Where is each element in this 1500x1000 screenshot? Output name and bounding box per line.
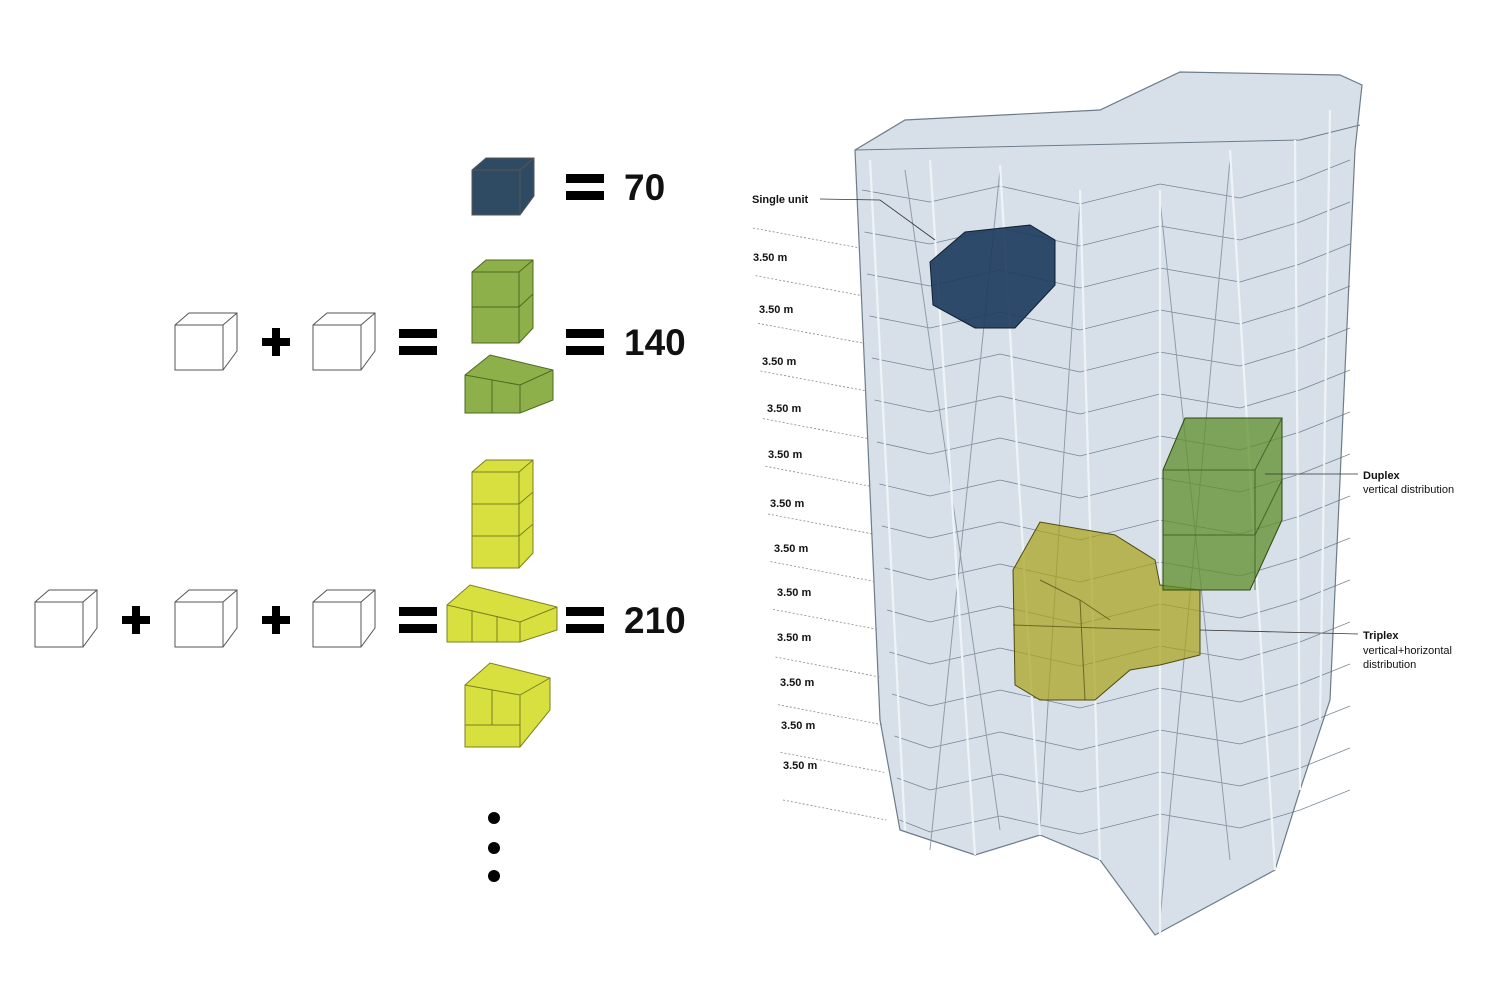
tower-floor-line (861, 159, 1351, 205)
floor-height-label: 3.50 m (783, 760, 817, 772)
duplex-result: 140 (624, 322, 686, 363)
duplex-volume (1162, 417, 1283, 591)
tower-floor-line (871, 327, 1351, 373)
floor-height-label: 3.50 m (767, 403, 801, 415)
equals-icon (566, 329, 604, 355)
triplex-sublabel-2: distribution (1363, 659, 1416, 671)
vertical-ellipsis-icon (488, 812, 500, 882)
unit-outline-block (174, 589, 238, 648)
equals-icon (399, 329, 437, 355)
unit-outline-block (174, 312, 238, 371)
tower-floor-line (896, 747, 1351, 793)
floor-height-label: 3.50 m (753, 252, 787, 264)
tower-floor-line (899, 789, 1351, 835)
floor-dimension-line (755, 275, 863, 297)
unit-outline-block (312, 312, 376, 371)
tower-column (1318, 109, 1332, 721)
duplex-horizontal-block (464, 354, 554, 414)
duplex-label: Duplex (1363, 470, 1401, 482)
floor-height-label: 3.50 m (762, 356, 796, 368)
triplex-volume (1012, 521, 1201, 701)
triplex-vertical-block (471, 459, 534, 569)
floor-dimension-line (767, 513, 874, 535)
floor-height-label: 3.50 m (780, 677, 814, 689)
floor-height-label: 3.50 m (777, 632, 811, 644)
floor-dimension-line (765, 465, 872, 487)
floor-dimension-line (775, 656, 880, 678)
floor-dimension-line (772, 608, 878, 630)
unit-outline-block (34, 589, 98, 648)
tower-column (1293, 139, 1302, 791)
floor-dimension-line (757, 322, 865, 344)
floor-height-label: 3.50 m (759, 304, 793, 316)
tower-floor-line (881, 495, 1351, 541)
floor-height-label: 3.50 m (774, 543, 808, 555)
equals-icon (566, 174, 604, 200)
floor-dimension-line (780, 751, 885, 773)
tower-floor-line (891, 663, 1351, 709)
floor-dimension-line (752, 227, 861, 249)
floor-height-label: 3.50 m (770, 498, 804, 510)
floor-dimension-line (782, 799, 887, 821)
duplex-vertical-block (471, 259, 534, 344)
tower-floor-line (876, 411, 1351, 457)
floor-dimension-line (760, 370, 867, 392)
floor-dimension-line (777, 704, 883, 726)
triplex-l-block (464, 662, 551, 748)
single-unit-label: Single unit (752, 194, 809, 206)
single-result: 70 (624, 167, 665, 208)
plus-icon (122, 606, 150, 634)
floor-height-label: 3.50 m (768, 449, 802, 461)
floor-dimension-line (770, 561, 876, 583)
triplex-horizontal-block (446, 584, 558, 643)
tower-floor-line (894, 705, 1351, 751)
triplex-sublabel-1: vertical+horizontal (1363, 645, 1452, 657)
equals-icon (399, 607, 437, 633)
tower-floor-line (864, 201, 1351, 247)
floor-height-label: 3.50 m (781, 720, 815, 732)
duplex-sublabel: vertical distribution (1363, 484, 1454, 496)
floor-dimension-line (762, 418, 869, 440)
plus-icon (262, 328, 290, 356)
tower-floor-line (879, 453, 1351, 499)
single-unit-volume (929, 224, 1056, 329)
tower-floor-line (874, 369, 1351, 415)
triplex-result: 210 (624, 600, 686, 641)
floor-height-label: 3.50 m (777, 587, 811, 599)
triplex-label: Triplex (1363, 630, 1399, 642)
tower-column (868, 159, 907, 831)
tower-diagonal (1039, 199, 1081, 831)
plus-icon (262, 606, 290, 634)
unit-outline-block (312, 589, 376, 648)
equals-icon (566, 607, 604, 633)
tower-model (854, 71, 1363, 936)
single-unit-block (471, 157, 535, 216)
tower-column (1078, 189, 1102, 861)
